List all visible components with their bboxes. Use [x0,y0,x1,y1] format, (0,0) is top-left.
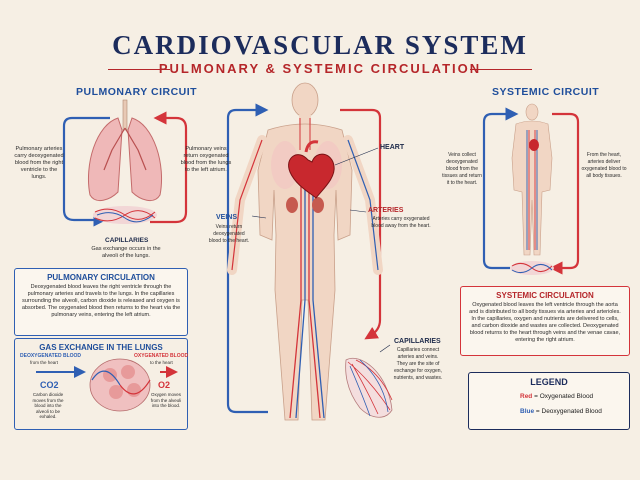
systemic-arteries-text: From the heart, arteries deliver oxygena… [581,152,627,179]
systemic-circulation-box: SYSTEMIC CIRCULATION Oxygenated blood le… [460,286,630,356]
subtitle-rule-right [470,69,532,70]
capillaries-text: Capillaries connect arteries and veins. … [393,347,443,381]
gas-exchange-box: GAS EXCHANGE IN THE LUNGS [14,338,188,430]
pulmonary-circulation-heading: PULMONARY CIRCULATION [47,273,155,282]
oxygenated-blood-sub: to the heart [150,360,173,365]
heart-pointer [334,147,379,166]
systemic-capillary-net [510,261,554,275]
page-title: CARDIOVASCULAR SYSTEM [112,30,528,60]
pulmonary-circulation-text: Deoxygenated blood leaves the right vent… [21,284,181,318]
co2-label: CO2 [40,380,59,390]
subtitle-rule-left [108,69,170,70]
veins-pointer [251,215,267,219]
legend-blue-key: Blue [520,408,535,415]
legend-red-text: = Oxygenated Blood [532,393,594,400]
co2-text: Carbon dioxide moves from the blood into… [32,392,64,419]
arteries-text: Arteries carry oxygenated blood away fro… [371,216,431,229]
deoxygenated-blood-sub: from the heart [30,360,59,365]
legend-red-entry: Red = Oxygenated Blood [520,393,593,400]
systemic-circulation-text: Oxygenated blood leaves the left ventric… [469,302,621,343]
o2-label: O2 [158,380,171,390]
pulmonary-veins-label: Pulmonary veins return oxygenated blood … [180,146,232,173]
arteries-loop-arrow [340,108,382,340]
capillary-bed-illustration [345,358,393,418]
systemic-circulation-heading: SYSTEMIC CIRCULATION [496,291,594,300]
heart-label: HEART [380,144,405,151]
gas-exchange-heading: GAS EXCHANGE IN THE LUNGS [39,343,163,352]
systemic-circuit-heading: SYSTEMIC CIRCUIT [492,86,600,98]
systemic-vein-loop-arrow [482,107,519,270]
veins-text: Veins return deoxygenated blood to the h… [208,224,250,244]
legend-blue-text: = Deoxygenated Blood [534,408,602,415]
legend-box: LEGEND [468,372,630,430]
pulmonary-capillaries-text: Gas exchange occurs in the alveoli of th… [91,246,161,259]
arteries-pointer [349,209,367,213]
capillaries-pointer [379,344,391,353]
pulmonary-circuit-heading: PULMONARY CIRCUIT [76,86,198,98]
o2-text: Oxygen moves from the alveoli into the b… [150,392,182,408]
pulmonary-circulation-box: PULMONARY CIRCULATION Deoxygenated blood… [14,268,188,336]
deoxygenated-blood-label: DEOXYGENATED BLOOD [20,353,82,359]
arteries-label: ARTERIES [368,207,404,214]
veins-label: VEINS [216,214,238,221]
pulmonary-capillaries-heading: CAPILLARIES [105,237,149,244]
lungs-illustration [87,99,163,202]
pulmonary-vein-loop-arrow [150,111,188,224]
heart-illustration [288,140,335,199]
pulmonary-capillary-net [93,206,157,224]
legend-red-key: Red [520,393,533,400]
alveoli-illustration [89,358,151,412]
small-body-figure [511,103,553,256]
oxygenated-blood-label: OXYGENATED BLOOD [134,353,189,359]
legend-heading: LEGEND [530,377,568,387]
systemic-artery-loop-arrow [549,112,580,275]
systemic-veins-text: Veins collect deoxygenated blood from th… [442,152,482,186]
legend-blue-entry: Blue = Deoxygenated Blood [520,408,602,415]
pulmonary-artery-loop-arrow [62,116,110,227]
pulmonary-arteries-label: Pulmonary arteries carry deoxygenated bl… [14,146,64,180]
page-subtitle: PULMONARY & SYSTEMIC CIRCULATION [158,61,482,76]
capillaries-label: CAPILLARIES [394,338,441,345]
